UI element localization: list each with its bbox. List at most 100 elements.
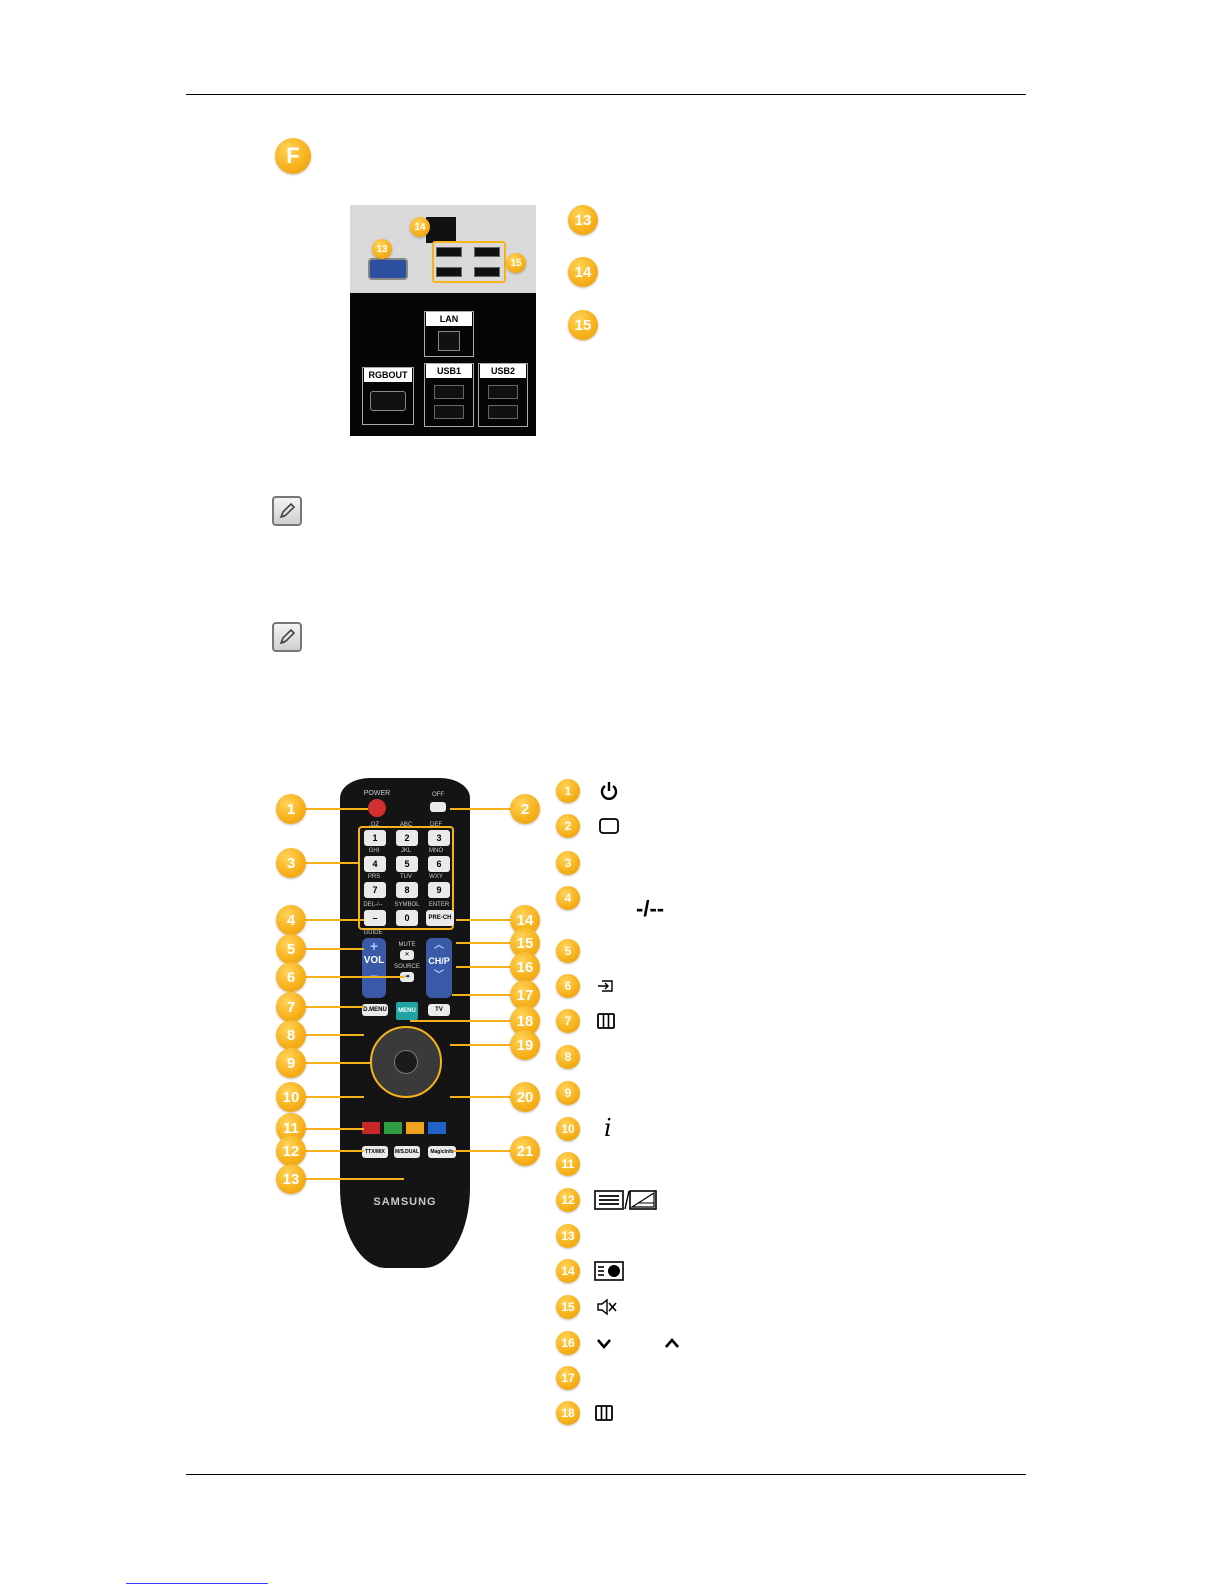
- panel-callout-15: 15: [506, 253, 526, 273]
- key-5[interactable]: 5: [396, 856, 418, 872]
- callout-line: [450, 808, 512, 810]
- menu-icon: [594, 1401, 634, 1425]
- remote-callout-17: 17: [510, 980, 540, 1010]
- ch-rocker[interactable]: ︿ CH/P ﹀: [426, 938, 452, 998]
- magicinfo-button[interactable]: MagicInfo: [428, 1146, 456, 1158]
- legend-item-1: 1: [556, 779, 580, 803]
- off-button[interactable]: [430, 802, 446, 812]
- key-9[interactable]: 9: [428, 882, 450, 898]
- remote-callout-12: 12: [276, 1136, 306, 1166]
- remote-callout-19: 19: [510, 1030, 540, 1060]
- remote-callout-20: 20: [510, 1082, 540, 1112]
- vga-port: [368, 258, 408, 280]
- vol-label: VOL: [363, 955, 385, 966]
- legend-item-12: 12: [556, 1188, 580, 1212]
- legend-item-14: 14: [556, 1259, 580, 1283]
- legend-item-9: 9: [556, 1081, 580, 1105]
- key-6[interactable]: 6: [428, 856, 450, 872]
- jkl-label: JKL: [400, 848, 412, 854]
- callout-line: [304, 862, 360, 864]
- source-button[interactable]: ⇥: [400, 972, 414, 982]
- rgbout-port: [370, 391, 406, 411]
- remote-callout-16: 16: [510, 952, 540, 982]
- yellow-button[interactable]: [406, 1122, 424, 1134]
- usb1-slot: [434, 385, 464, 399]
- key-8[interactable]: 8: [396, 882, 418, 898]
- legend-badge-13: 13: [568, 205, 598, 235]
- usb2-label: USB2: [480, 364, 526, 378]
- callout-line: [304, 1128, 364, 1130]
- mute-button[interactable]: ✕: [400, 950, 414, 960]
- off-icon: [598, 814, 638, 838]
- green-button[interactable]: [384, 1122, 402, 1134]
- key-2[interactable]: 2: [396, 830, 418, 846]
- dmenu-button[interactable]: D.MENU: [362, 1004, 388, 1016]
- dmenu-icon: [596, 1009, 636, 1033]
- menu-button[interactable]: MENU: [396, 1002, 418, 1020]
- source-icon: [596, 974, 636, 998]
- symbol-label: SYMBOL: [394, 902, 420, 908]
- lan-port: [438, 331, 460, 351]
- usb2-outline: [478, 363, 528, 427]
- ghi-label: GHI: [368, 848, 380, 854]
- callout-line: [304, 1006, 364, 1008]
- callout-line: [304, 948, 364, 950]
- blue-button[interactable]: [428, 1122, 446, 1134]
- ch-up-icon: ︿: [434, 940, 444, 951]
- wxy-label: WXY: [429, 874, 443, 880]
- legend-item-15: 15: [556, 1295, 580, 1319]
- source-label: SOURCE: [394, 964, 420, 970]
- usb2-slot: [488, 405, 518, 419]
- note-icon: [272, 622, 302, 652]
- remote-callout-3: 3: [276, 848, 306, 878]
- power-button[interactable]: [368, 799, 386, 817]
- enter-label: ENTER: [428, 902, 450, 908]
- vol-rocker[interactable]: + VOL −: [362, 938, 386, 998]
- key-1[interactable]: 1: [364, 830, 386, 846]
- chevron-down-icon: [596, 1331, 636, 1355]
- callout-line: [410, 1020, 512, 1022]
- rgbout-outline: [362, 367, 414, 425]
- mdual-button[interactable]: M/S.DUAL: [394, 1146, 420, 1158]
- legend-item-7: 7: [556, 1009, 580, 1033]
- panel-callout-13: 13: [372, 239, 392, 259]
- legend-item-2: 2: [556, 814, 580, 838]
- remote-callout-5: 5: [276, 934, 306, 964]
- lan-label: LAN: [426, 312, 472, 326]
- header-rule: [186, 94, 1026, 95]
- enter-button[interactable]: [394, 1050, 418, 1074]
- legend-item-5: 5: [556, 939, 580, 963]
- usb1-slot: [434, 405, 464, 419]
- ch-down-icon: ﹀: [434, 970, 444, 981]
- off-label: OFF: [432, 792, 444, 798]
- key-3[interactable]: 3: [428, 830, 450, 846]
- del-button[interactable]: –: [364, 910, 386, 926]
- callout-line: [304, 1062, 370, 1064]
- legend-item-4: 4: [556, 886, 580, 910]
- usb-slot: [436, 267, 462, 277]
- ttxmix-button[interactable]: TTX/MIX: [362, 1146, 388, 1158]
- remote-callout-7: 7: [276, 992, 306, 1022]
- remote-control: POWER OFF .QZ ABC DEF 1 2 3 GHI JKL MNO …: [340, 778, 470, 1268]
- legend-item-17: 17: [556, 1366, 580, 1390]
- usb-slot: [436, 247, 462, 257]
- footer-link-underline: [126, 1583, 268, 1584]
- vol-up-icon: +: [369, 938, 379, 954]
- usb1-outline: [424, 363, 474, 427]
- info-icon: i: [604, 1114, 612, 1142]
- navigation-pad[interactable]: [370, 1026, 442, 1098]
- prech-button[interactable]: PRE-CH: [426, 910, 454, 926]
- callout-line: [456, 942, 512, 944]
- prs-label: PRS: [367, 874, 381, 880]
- callout-line: [304, 1150, 364, 1152]
- key-4[interactable]: 4: [364, 856, 386, 872]
- key-7[interactable]: 7: [364, 882, 386, 898]
- callout-line: [304, 919, 364, 921]
- key-0[interactable]: 0: [396, 910, 418, 926]
- section-badge: F: [275, 138, 311, 174]
- tv-button[interactable]: TV: [428, 1004, 450, 1016]
- callout-line: [304, 1178, 404, 1180]
- usb1-label: USB1: [426, 364, 472, 378]
- red-button[interactable]: [362, 1122, 380, 1134]
- number-keys-group: [358, 826, 454, 930]
